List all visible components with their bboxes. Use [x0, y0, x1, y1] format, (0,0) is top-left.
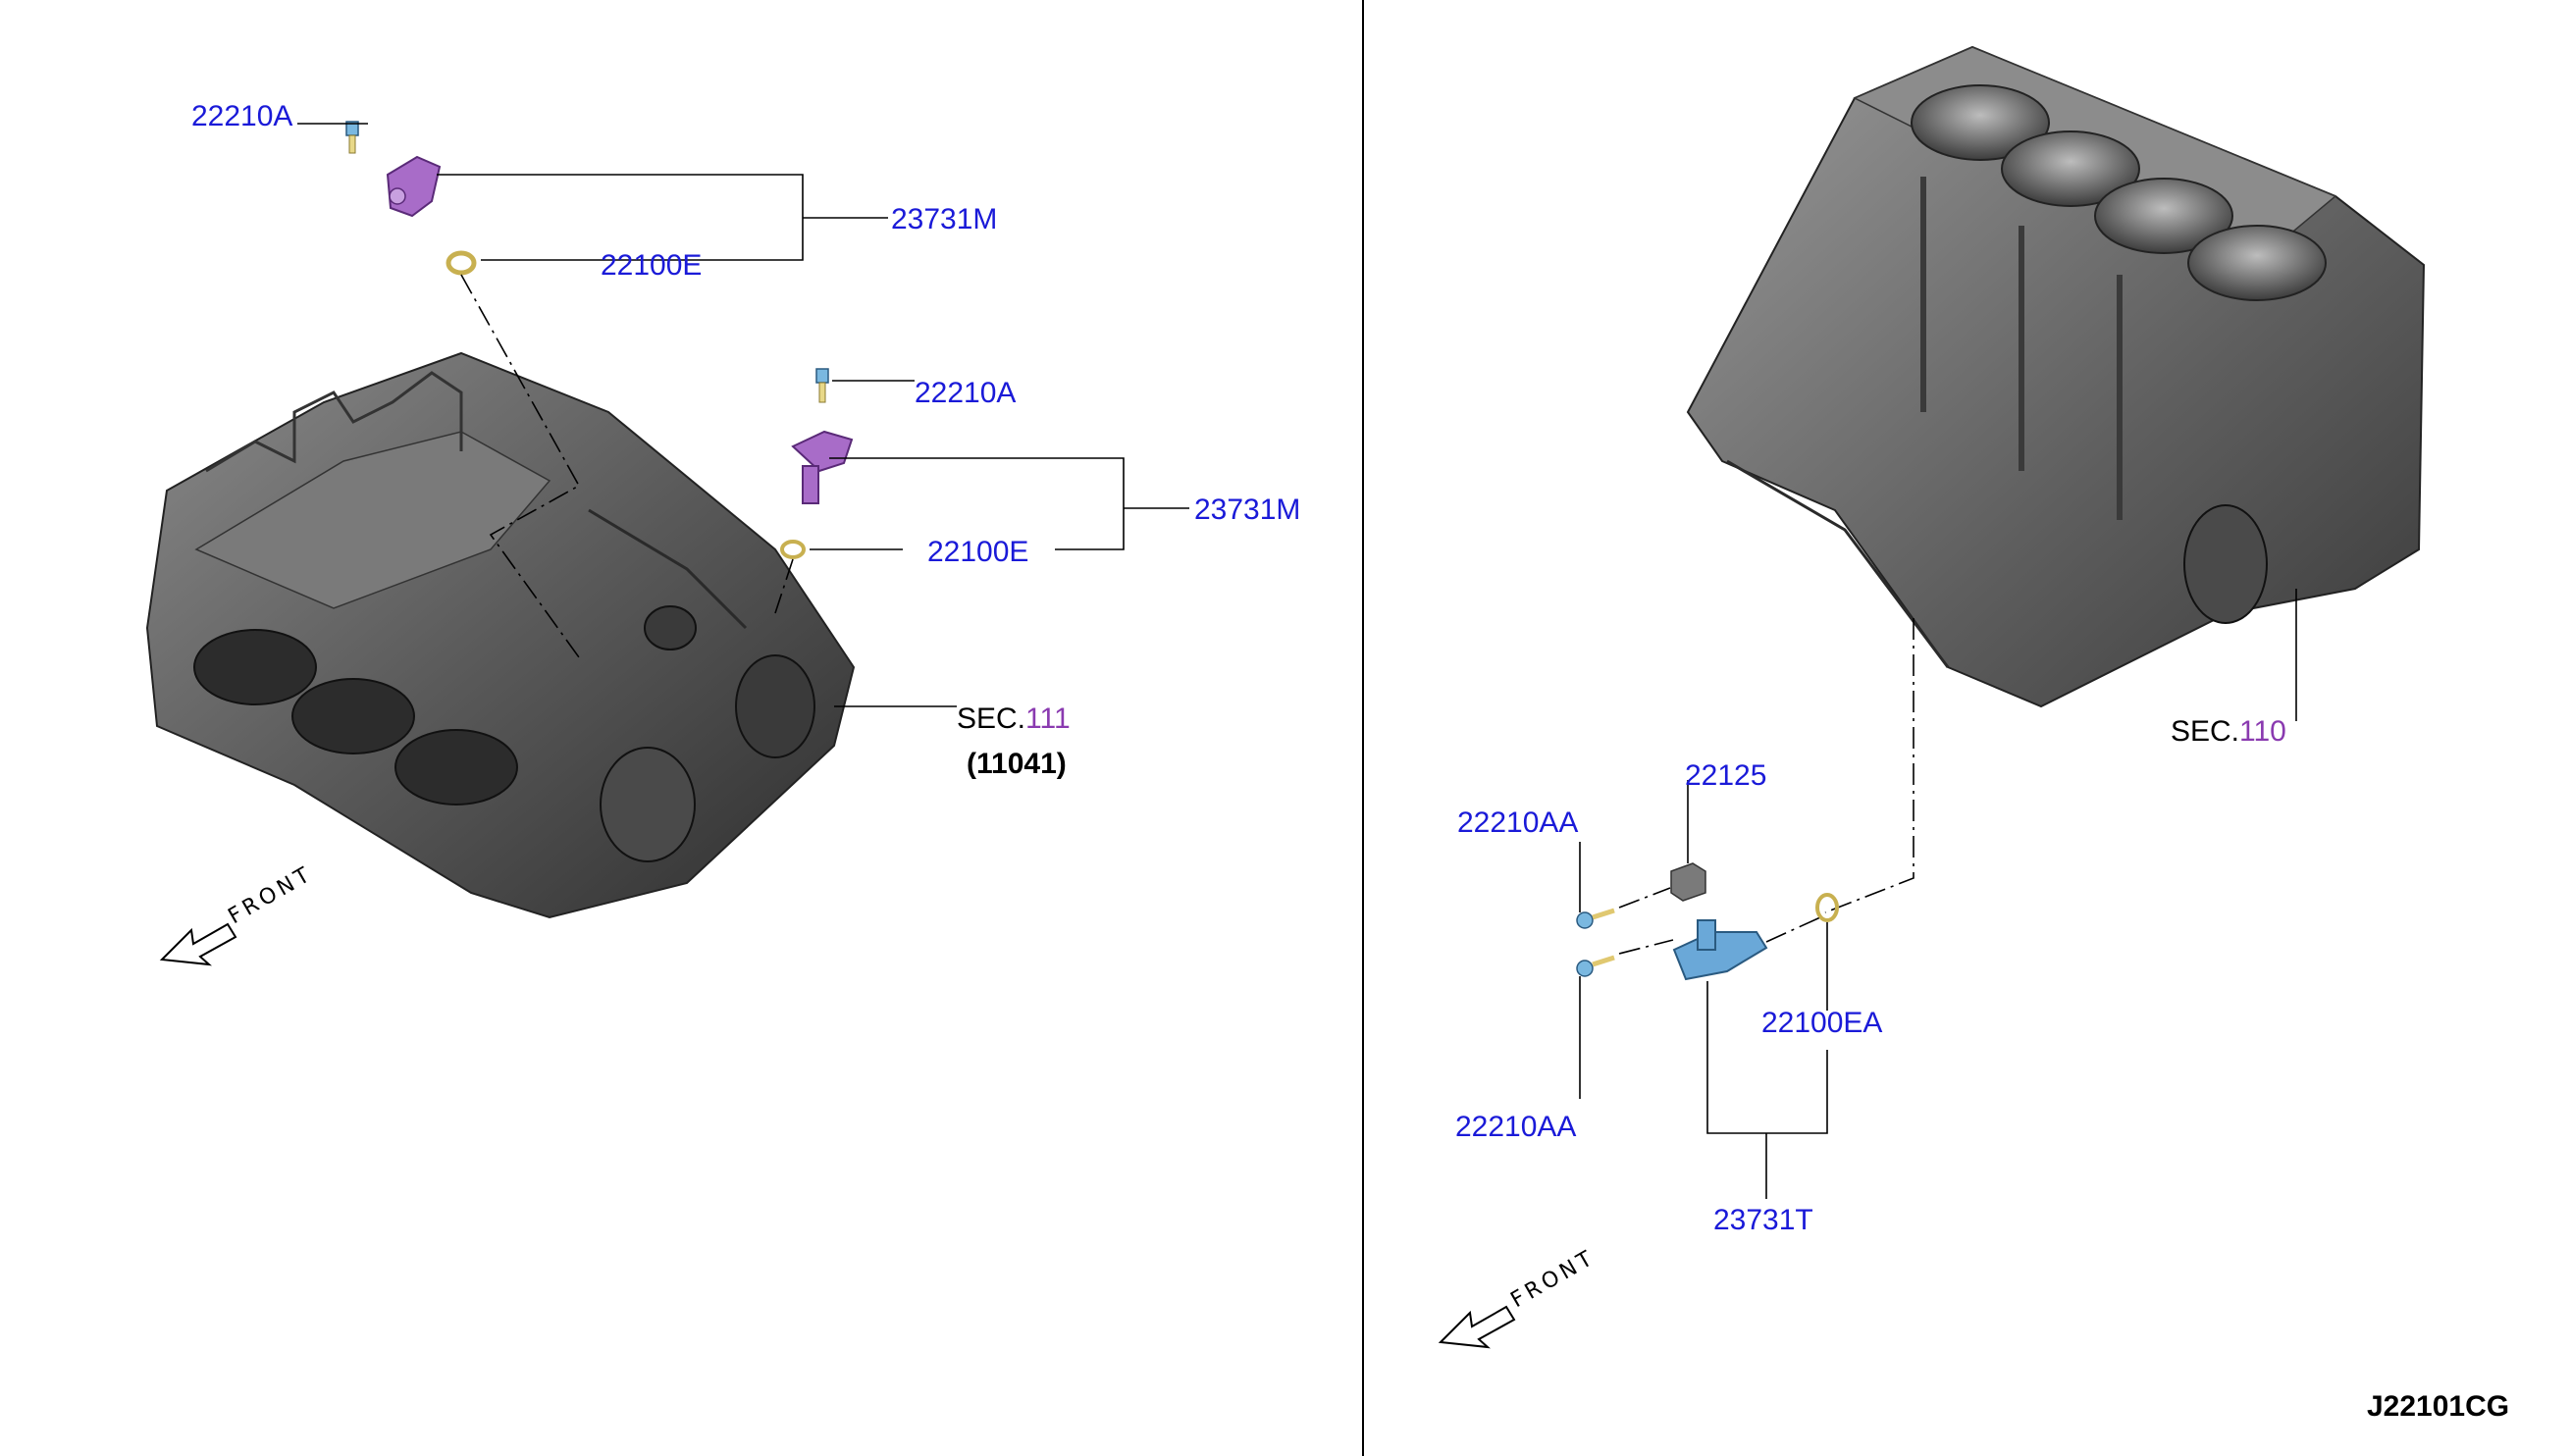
oring-22100e-mid[interactable] [780, 540, 806, 559]
installation-line-mid [774, 558, 794, 614]
callout-22100e-mid[interactable]: 22100E [927, 536, 1028, 568]
bolt-22210aa-lower[interactable] [1576, 955, 1615, 977]
v6-cylinder-block [145, 351, 856, 919]
installation-line-top [460, 274, 581, 658]
front-arrow-right: FRONT [1438, 1245, 1600, 1349]
oring-22100ea[interactable] [1815, 893, 1839, 922]
callout-22210a-mid[interactable]: 22210A [915, 377, 1016, 409]
callout-22210aa-upper[interactable]: 22210AA [1457, 806, 1578, 839]
front-arrow-left: FRONT [159, 861, 318, 966]
section-reference-111[interactable]: SEC.111 [957, 702, 1071, 735]
callout-23731m-top[interactable]: 23731M [891, 203, 997, 235]
installation-line-right-parts [1618, 887, 1821, 955]
sensor-23731m-mid[interactable] [791, 430, 854, 504]
callout-23731t[interactable]: 23731T [1713, 1204, 1813, 1236]
callout-22210aa-lower[interactable]: 22210AA [1455, 1111, 1576, 1143]
callout-22125[interactable]: 22125 [1685, 759, 1766, 792]
sensor-23731m-top[interactable] [386, 155, 442, 218]
callout-22100ea[interactable]: 22100EA [1761, 1007, 1882, 1039]
front-label-right: FRONT [1507, 1245, 1600, 1313]
leader-23731m-top [437, 174, 888, 261]
callout-22100e-top[interactable]: 22100E [601, 249, 702, 282]
section-reference-110[interactable]: SEC.110 [2171, 715, 2286, 748]
leader-23731m-mid [810, 457, 1189, 550]
front-label-left: FRONT [225, 861, 318, 929]
diagram-code: J22101CG [2367, 1390, 2509, 1423]
callout-23731m-mid[interactable]: 23731M [1194, 494, 1300, 526]
callout-22210a-top[interactable]: 22210A [191, 100, 292, 132]
installation-line-right [1824, 618, 1914, 913]
i4-cylinder-block [1686, 45, 2426, 708]
section-sub-11041: (11041) [967, 748, 1067, 780]
sensor-23731t[interactable] [1672, 919, 1768, 981]
oring-22100e-top[interactable] [446, 250, 477, 276]
bolt-22210a-mid[interactable] [815, 368, 829, 403]
bolt-22210a-top[interactable] [345, 121, 359, 154]
leader-23731t [1706, 922, 1828, 1199]
cap-22125[interactable] [1670, 862, 1706, 902]
bolt-22210aa-upper[interactable] [1576, 908, 1615, 929]
